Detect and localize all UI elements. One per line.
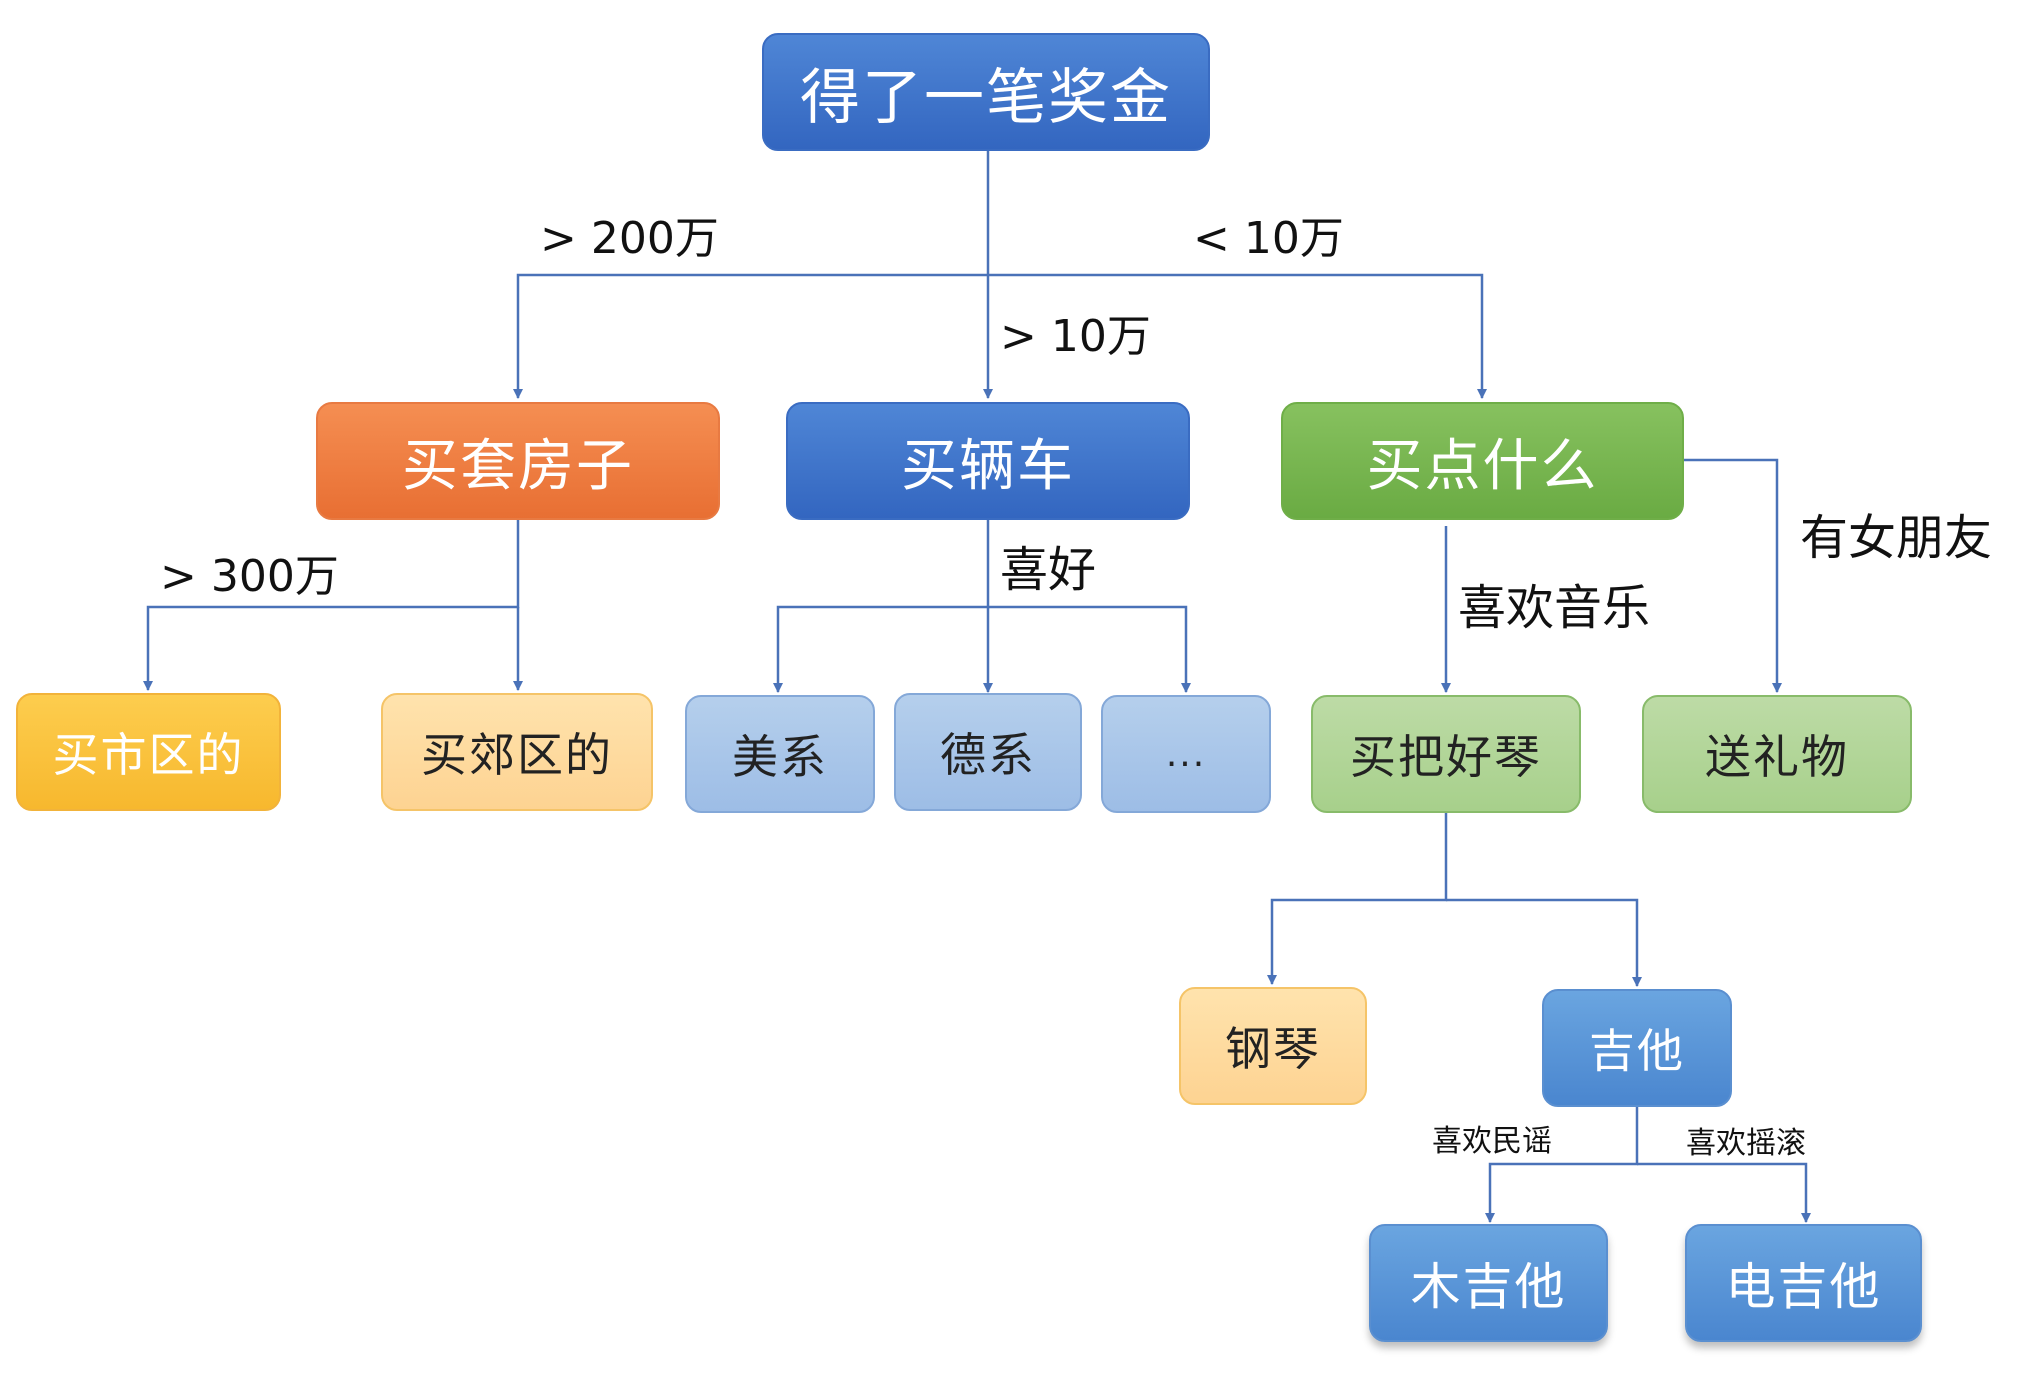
node-suburb: 买郊区的 [381, 693, 653, 811]
node-gift-label: 送礼物 [1705, 730, 1849, 784]
edge-car-to-more [988, 605, 1191, 693]
node-buy-something: 买点什么 [1281, 402, 1684, 520]
node-city-label: 买市区的 [52, 728, 245, 782]
node-root: 得了一笔奖金 [762, 33, 1210, 151]
node-instrument-label: 买把好琴 [1350, 730, 1542, 784]
edge-label-gt-200w: > 200万 [540, 213, 719, 264]
edge-guitar-to-acoustic [1485, 1106, 1639, 1223]
edge-guitar-to-electric [1637, 1162, 1811, 1223]
edge-instrument-to-piano [1267, 812, 1448, 985]
edge-label-lt-10w: < 10万 [1193, 213, 1344, 264]
node-piano: 钢琴 [1179, 987, 1367, 1105]
node-american: 美系 [685, 695, 875, 813]
node-german: 德系 [894, 693, 1082, 811]
edge-label-gt-10w: > 10万 [1000, 311, 1151, 362]
node-buy-house: 买套房子 [316, 402, 720, 520]
edge-house-to-city [143, 520, 520, 691]
edge-car-to-american [773, 520, 990, 693]
edge-label-preference: 喜好 [1000, 542, 1097, 598]
edge-instrument-to-guitar [1446, 898, 1642, 987]
node-instrument: 买把好琴 [1311, 695, 1581, 813]
node-guitar: 吉他 [1542, 989, 1732, 1107]
node-buy-car-label: 买辆车 [901, 433, 1075, 499]
edge-label-likes-folk: 喜欢民谣 [1432, 1124, 1552, 1159]
node-guitar-label: 吉他 [1589, 1024, 1685, 1078]
node-german-label: 德系 [940, 728, 1036, 782]
node-acoustic-guitar: 木吉他 [1369, 1224, 1608, 1342]
node-root-label: 得了一笔奖金 [800, 62, 1172, 133]
edge-root-to-house [513, 273, 988, 399]
node-american-label: 美系 [732, 730, 828, 784]
node-suburb-label: 买郊区的 [421, 728, 613, 782]
node-city: 买市区的 [16, 693, 281, 811]
node-more-label: ... [1165, 733, 1207, 775]
node-gift: 送礼物 [1642, 695, 1912, 813]
node-piano-label: 钢琴 [1225, 1022, 1321, 1076]
edge-label-has-girlfriend: 有女朋友 [1800, 510, 1993, 566]
node-acoustic-guitar-label: 木吉他 [1410, 1258, 1567, 1316]
edge-label-likes-music: 喜欢音乐 [1458, 580, 1651, 636]
edge-label-gt-300w: > 300万 [160, 551, 339, 602]
edge-root-to-something [988, 273, 1487, 399]
node-buy-something-label: 买点什么 [1366, 433, 1599, 499]
node-buy-house-label: 买套房子 [402, 433, 634, 499]
node-electric-guitar-label: 电吉他 [1725, 1258, 1882, 1316]
node-more: ... [1101, 695, 1271, 813]
edge-something-to-gift [1682, 458, 1782, 693]
edge-label-likes-rock: 喜欢摇滚 [1686, 1126, 1806, 1161]
node-electric-guitar: 电吉他 [1685, 1224, 1922, 1342]
node-buy-car: 买辆车 [786, 402, 1190, 520]
